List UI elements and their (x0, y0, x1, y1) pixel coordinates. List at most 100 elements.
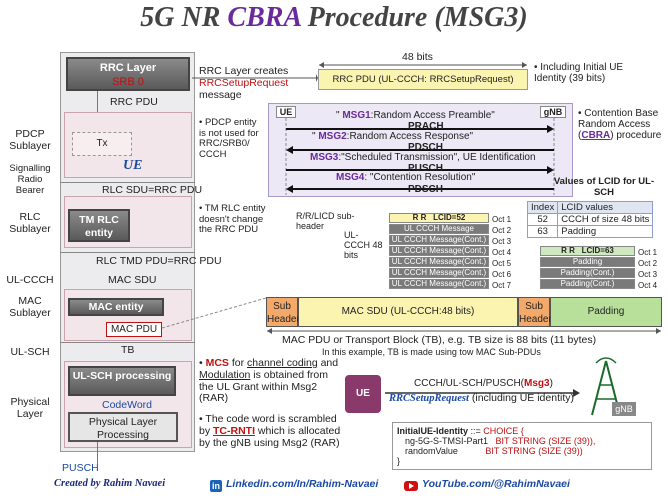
pusch-label: PUSCH (62, 462, 99, 474)
subheader1-msg-row: UL CCCH Message (389, 224, 489, 234)
cbra-note: • Contention Base Random Access (CBRA) p… (578, 108, 662, 142)
rrc-create-line1: RRC Layer creates (199, 65, 289, 77)
codeword-label: CodeWord (102, 399, 152, 411)
oct-label: Oct 7 (492, 281, 512, 290)
mac-pdu-dashed-link (161, 297, 267, 329)
oct-label: Oct 5 (492, 259, 512, 268)
ue-device-label: UE (356, 388, 370, 399)
subheader2-row-text: Padding(Cont.) (560, 279, 615, 288)
rrc-create-line2: RRCSetupRequest (199, 76, 289, 89)
padding-segment: Padding (550, 297, 662, 327)
mac-pdu-box: MAC PDU (106, 322, 162, 337)
tb-caption: MAC PDU or Transport Block (TB), e.g. TB… (282, 334, 597, 346)
subheader1-msg-row: UL CCCH Message(Cont.) (389, 246, 489, 256)
footer-youtube-link[interactable]: YouTube.com/@RahimNavaei (422, 478, 570, 490)
rlc-sdu-label: RLC SDU=RRC PDU (102, 184, 203, 196)
divider-pdcp-rlc (60, 182, 195, 183)
padding-text: Padding (587, 306, 625, 317)
footer-linkedin-link[interactable]: Linkedin.com/In/Rahim-Navaei (226, 478, 379, 490)
msg4-text: : "Contention Resolution" (364, 172, 476, 183)
rrc-setup-term: RRCSetupRequest (389, 393, 469, 404)
msg2-term: MSG2 (318, 131, 347, 142)
ie-type-1: BIT STRING (SIZE (39)), (495, 436, 596, 446)
tcrnti-note: • The code word is scrambled by TC-RNTI … (199, 413, 341, 449)
subheader2-rr: R R (561, 246, 575, 255)
rrc-down-line (97, 91, 98, 129)
mac-sdu-text: MAC SDU (UL-CCCH:48 bits) (341, 306, 475, 317)
lcid-value-cell: Padding (557, 225, 654, 238)
msg3-line: MSG3:"Scheduled Transmission", UE Identi… (310, 152, 536, 163)
pdcp-note-text: PDCP entity is not used for RRC/SRB0/ CC… (199, 117, 259, 160)
mcs-note: • MCS for channel coding and Modulation … (199, 357, 339, 405)
subheader2-pad-row: Padding (540, 257, 635, 267)
tb-span-arrow (267, 328, 661, 334)
pusch-msg-label: PUSCH (408, 163, 444, 174)
ul-ccch-side-label: UL-CCCH (6, 274, 54, 286)
msg-ue-label: UE (279, 107, 293, 117)
ue-label: UE (123, 158, 143, 173)
msg3-term: MSG3 (310, 152, 339, 163)
lcid-header-index: Index (526, 201, 559, 214)
msg1-text: :Random Access Preamble" (370, 110, 495, 121)
rrc-create-note: RRC Layer creates RRCSetupRequest messag… (199, 65, 289, 101)
msg3-chain: CCCH/UL-SCH/PUSCH(Msg3) (414, 378, 553, 389)
lcid-header-row: Index LCID values (526, 201, 654, 214)
ie-end: } (397, 456, 401, 466)
tx-box: Tx (72, 132, 132, 156)
subheader1-row-text: UL CCCH Message(Cont.) (391, 257, 487, 266)
chain-text-b: ) (549, 378, 553, 389)
ie-type-2: BIT STRING (SIZE (39)) (485, 446, 583, 456)
ue-device: UE (345, 375, 381, 413)
modulation-term: Modulation (199, 368, 251, 381)
sub-header-2: Sub Header (518, 297, 552, 327)
lcid-row: 52 CCCH of size 48 bits (526, 213, 654, 226)
rlc-note-text: TM RLC entity doesn't change the RRC PDU (199, 203, 266, 236)
lcid-header-values: LCID values (557, 201, 654, 214)
tb-caption-2: In this example, TB is made using tow MA… (322, 347, 541, 357)
lcid-table: Index LCID values 52 CCCH of size 48 bit… (526, 201, 654, 238)
tm-rlc-box: TM RLC entity (68, 209, 130, 242)
pdsch-label-1: PDSCH (408, 142, 444, 153)
subheader1-row-text: UL CCCH Message(Cont.) (391, 279, 487, 288)
ul-ccch-bits-label: UL-CCCH 48 bits (344, 230, 383, 261)
oct-label: Oct 2 (492, 226, 512, 235)
msg4-term: MSG4 (336, 172, 365, 183)
cbra-note-text-a: Contention Base Random Access ( (578, 108, 659, 142)
divider-rlc-mac (60, 252, 195, 253)
pdsch-label-2: PDSCH (408, 184, 444, 195)
subheader1-octs: Oct 1 Oct 2 Oct 3 Oct 4 Oct 5 Oct 6 Oct … (492, 214, 511, 291)
sub-header-2-label: Sub Header (519, 301, 552, 325)
oct-label: Oct 6 (492, 270, 512, 279)
pdcp-note: • PDCP entity is not used for RRC/SRB0/ … (199, 117, 259, 160)
msg1-line: " MSG1:Random Access Preamble" (336, 110, 495, 121)
ie-assign: ::= (468, 426, 484, 436)
rrc-layer-box: RRC Layer SRB 0 (66, 57, 190, 91)
sub-header-1-label: Sub Header (267, 301, 300, 325)
msg2-text: :Random Access Response" (346, 131, 474, 142)
tcrnti-term: TC-RNTI (213, 424, 256, 437)
ie-line-1: ng-5G-S-TMSI-Part1 BIT STRING (SIZE (39)… (397, 436, 647, 446)
rrc-setup-line: RRCSetupRequest (including UE identity) (389, 392, 574, 404)
linkedin-icon: in (210, 480, 222, 492)
msg3-arrow (385, 389, 580, 397)
ie-title: InitialUE-Identity (397, 426, 469, 436)
subheader2-first-row: R R LCID=63 (540, 246, 635, 256)
subheader1-msg-row: UL CCCH Message(Cont.) (389, 279, 489, 289)
oct-label: Oct 3 (638, 270, 658, 279)
rlc-tmd-pdu-label: RLC TMD PDU=RRC PDU (96, 255, 222, 267)
msg-gnb-label: gNB (543, 107, 563, 117)
mac-side-label: MAC Sublayer (9, 295, 51, 319)
subheader2-pad-row: Padding(Cont.) (540, 279, 635, 289)
mac-entity-box: MAC entity (68, 298, 164, 316)
identity-note: • Including Initial UE Identity (39 bits… (534, 62, 624, 85)
phy-side-label: Physical Layer (10, 396, 50, 420)
chain-text-a: CCCH/UL-SCH/PUSCH( (414, 378, 525, 389)
rrc-pdu-bits-label: 48 bits (402, 51, 433, 63)
mac-pdu-label: MAC PDU (110, 324, 158, 335)
mcs-text-b: and (317, 357, 339, 369)
srb0-label: SRB 0 (112, 76, 144, 88)
cbra-note-text-b: ) procedure (610, 130, 662, 142)
mac-entity-label: MAC entity (88, 301, 144, 313)
sub-header-1: Sub Header (266, 297, 300, 327)
rrc-arrow (192, 74, 318, 82)
